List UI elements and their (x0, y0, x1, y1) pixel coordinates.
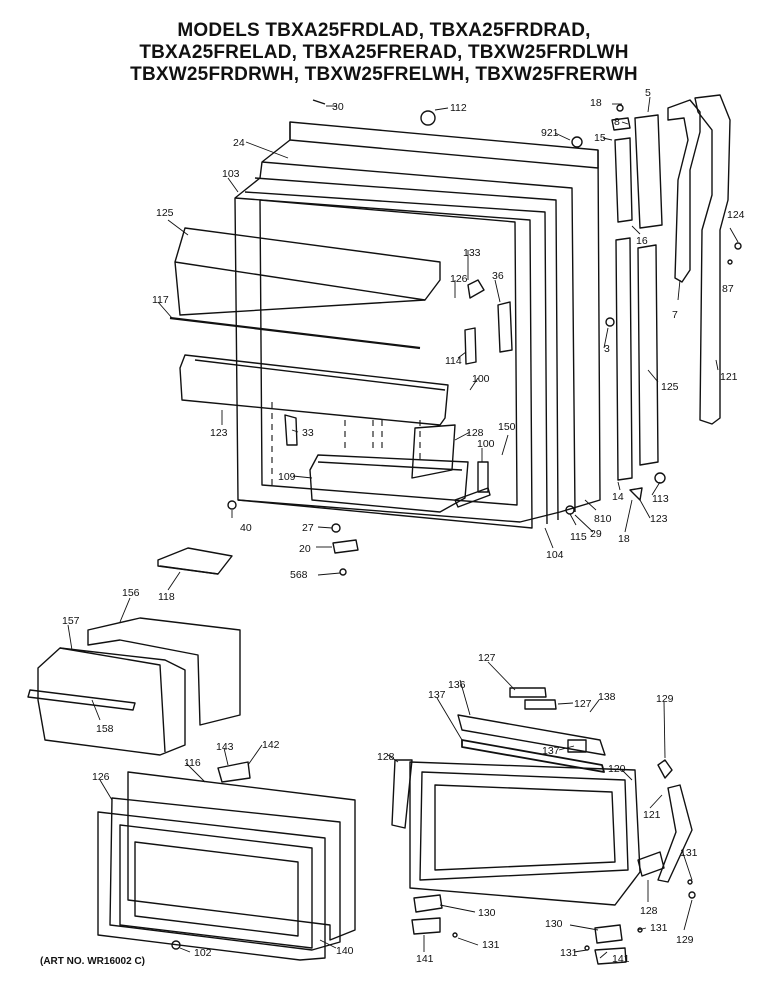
callout-130b: 130 (545, 918, 563, 930)
freezer-basket (27, 617, 241, 756)
callout-128c: 128 (640, 905, 658, 917)
callout-127: 127 (478, 652, 496, 664)
callout-117: 117 (152, 294, 169, 306)
callout-103: 103 (222, 168, 240, 180)
callout-125b: 125 (661, 381, 679, 393)
callout-7: 7 (672, 309, 678, 321)
callout-123: 123 (210, 427, 228, 439)
callout-16: 16 (636, 235, 648, 247)
callout-138: 138 (598, 691, 616, 703)
callout-116: 116 (184, 757, 201, 769)
leader-lines (67, 96, 739, 959)
title-line-1: MODELS TBXA25FRDLAD, TBXA25FRDRAD, (177, 20, 591, 41)
title-line-3: TBXW25FRDRWH, TBXW25FRELWH, TBXW25FRERWH (130, 64, 638, 85)
freezer-door-left (97, 761, 356, 961)
door-bin-123 (179, 354, 449, 426)
callout-33: 33 (302, 427, 314, 439)
hidden-lines (271, 402, 421, 488)
callout-24: 24 (233, 137, 245, 149)
callout-131b: 131 (482, 939, 500, 951)
callout-100: 100 (472, 373, 490, 385)
callout-127b: 127 (574, 698, 592, 710)
callout-100b: 100 (477, 438, 495, 450)
callout-114: 114 (445, 355, 462, 367)
callout-113: 113 (652, 493, 669, 505)
callout-5: 5 (645, 87, 651, 99)
callout-921: 921 (541, 127, 559, 139)
hinge-strips (571, 104, 666, 501)
callout-40: 40 (240, 522, 252, 534)
callout-104: 104 (546, 549, 564, 561)
callout-128: 128 (466, 427, 484, 439)
callout-140: 140 (336, 945, 354, 957)
callout-141: 141 (416, 953, 434, 965)
callout-129: 129 (656, 693, 674, 705)
callout-15: 15 (594, 132, 606, 144)
callout-125: 125 (156, 207, 174, 219)
callout-102: 102 (194, 947, 212, 959)
callout-121b: 121 (643, 809, 661, 821)
callout-130: 130 (478, 907, 496, 919)
callout-115: 115 (570, 531, 587, 543)
callout-118: 118 (158, 591, 175, 603)
art-number: (ART NO. WR16002 C) (40, 956, 146, 967)
callout-14: 14 (612, 491, 624, 503)
callout-142: 142 (262, 739, 280, 751)
callout-568: 568 (290, 569, 308, 581)
callout-120: 120 (608, 763, 626, 775)
callout-29: 29 (590, 528, 602, 540)
callout-36: 36 (492, 270, 504, 282)
callout-27: 27 (302, 522, 314, 534)
callout-143: 143 (216, 741, 234, 753)
callout-126: 126 (450, 273, 468, 285)
door-bin-109 (309, 424, 469, 513)
callout-8: 8 (614, 116, 620, 128)
callout-133: 133 (463, 247, 481, 259)
callout-131c: 131 (650, 922, 668, 934)
callout-136: 136 (448, 679, 466, 691)
callout-137: 137 (428, 689, 446, 701)
tray-118 (157, 547, 233, 575)
callout-20: 20 (299, 543, 311, 555)
callout-810: 810 (594, 513, 612, 525)
callout-18b: 18 (618, 533, 630, 545)
door-bin-125 (169, 227, 441, 350)
callout-3: 3 (604, 343, 610, 355)
callout-labels: 30 112 18 5 8 921 15 24 103 16 124 87 13… (62, 87, 745, 965)
title-line-2: TBXA25FRELAD, TBXA25FRERAD, TBXW25FRDLWH (139, 42, 629, 63)
callout-126b: 126 (92, 771, 110, 783)
callout-128b: 128 (377, 751, 395, 763)
callout-158: 158 (96, 723, 114, 735)
fresh-food-door (234, 121, 601, 529)
callout-129b: 129 (676, 934, 694, 946)
callout-30: 30 (332, 101, 344, 113)
freezer-door-right (391, 687, 696, 965)
callout-131d: 131 (560, 947, 578, 959)
callout-141b: 141 (612, 953, 630, 965)
callout-150: 150 (498, 421, 516, 433)
door-handles (667, 94, 742, 425)
callout-124: 124 (727, 209, 745, 221)
callout-109: 109 (278, 471, 296, 483)
callout-156: 156 (122, 587, 140, 599)
callout-87: 87 (722, 283, 734, 295)
callout-112: 112 (450, 102, 467, 114)
callout-157: 157 (62, 615, 80, 627)
callout-137b: 137 (542, 745, 560, 757)
callout-121: 121 (720, 371, 738, 383)
callout-18: 18 (590, 97, 602, 109)
callout-123b: 123 (650, 513, 668, 525)
callout-131: 131 (680, 847, 698, 859)
